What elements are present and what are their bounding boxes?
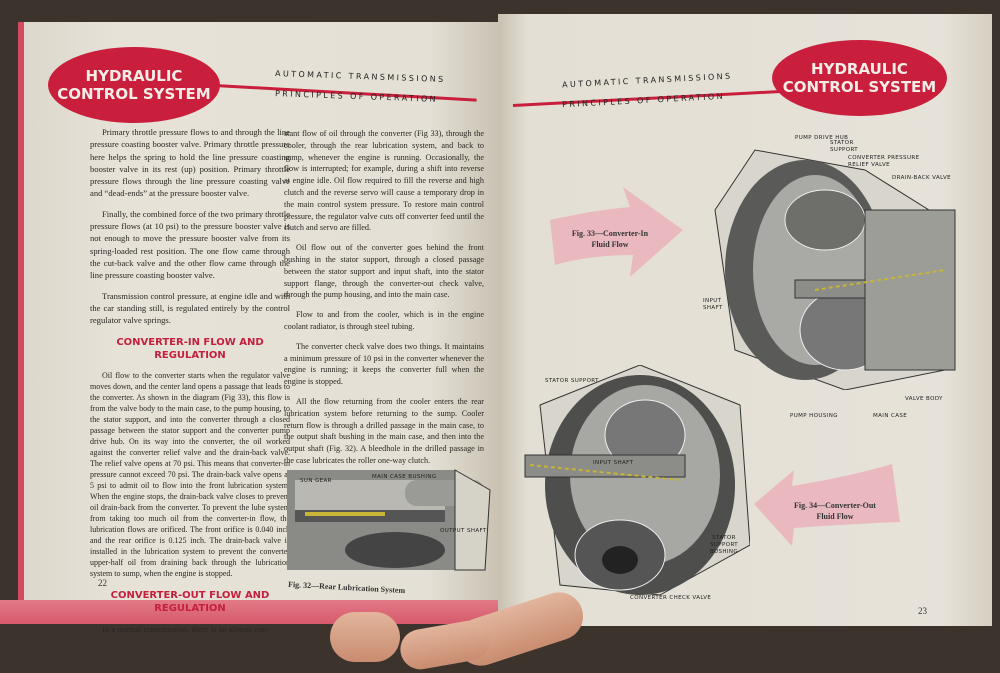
- section-badge-right: HYDRAULIC CONTROL SYSTEM: [772, 40, 947, 116]
- left-page: [18, 22, 500, 622]
- label-output-shaft: OUTPUT SHAFT: [440, 528, 487, 534]
- label-input-shaft: INPUT SHAFT: [703, 298, 723, 311]
- label-stator-support-34: STATOR SUPPORT: [545, 378, 599, 384]
- paragraph: In a normal transmission, there is an al…: [102, 624, 270, 635]
- label-input-shaft-34: INPUT SHAFT: [593, 460, 634, 466]
- caption-line: Fluid Flow: [816, 512, 854, 521]
- text-column-2: stant flow of oil through the converter …: [284, 128, 484, 475]
- paragraph: Flow to and from the cooler, which is in…: [284, 310, 484, 331]
- label-valve-body: VALVE BODY: [905, 396, 943, 402]
- paragraph: Primary throttle pressure flows to and t…: [90, 127, 290, 199]
- label-main-case: MAIN CASE: [873, 413, 908, 419]
- label-stator-support: STATOR SUPPORT: [830, 140, 859, 153]
- caption-line: Fig. 34—Converter-Out: [794, 501, 876, 510]
- fig34-illustration: [524, 365, 750, 596]
- label-pump-drive-hub: PUMP DRIVE HUB: [795, 135, 849, 141]
- fig34-caption: Fig. 34—Converter-Out Fluid Flow: [785, 500, 885, 522]
- section-heading: CONVERTER-OUT FLOW AND REGULATION: [110, 590, 270, 615]
- badge-line2: CONTROL SYSTEM: [57, 85, 211, 103]
- paragraph: Oil flow out of the converter goes behin…: [284, 243, 484, 300]
- label-converter-check-valve: CONVERTER CHECK VALVE: [630, 595, 712, 601]
- badge-line1: HYDRAULIC: [85, 67, 183, 85]
- paragraph: The converter check valve does two thing…: [284, 341, 484, 387]
- paragraph: Transmission control pressure, at engine…: [90, 290, 290, 326]
- fig33-caption: Fig. 33—Converter-In Fluid Flow: [565, 228, 655, 250]
- label-sun-gear: SUN GEAR: [300, 478, 332, 484]
- paragraph: Oil flow to the converter starts when th…: [90, 371, 290, 579]
- fig32-illustration: [287, 469, 491, 571]
- caption-line: Fig. 33—Converter-In: [571, 229, 649, 238]
- label-relief-valve: CONVERTER PRESSURE RELIEF VALVE: [848, 155, 920, 168]
- paragraph: All the flow returning from the cooler e…: [284, 396, 484, 465]
- label-pump-housing: PUMP HOUSING: [790, 413, 838, 419]
- paragraph: Finally, the combined force of the two p…: [90, 208, 290, 281]
- fig33-illustration: [714, 149, 956, 390]
- page-number: 22: [98, 578, 107, 588]
- page-number-right: 23: [918, 606, 927, 616]
- badge-line2: CONTROL SYSTEM: [782, 78, 937, 96]
- section-badge-left: HYDRAULIC CONTROL SYSTEM: [48, 47, 220, 123]
- fig34-arrow: [754, 464, 900, 546]
- badge-line1: HYDRAULIC: [811, 60, 908, 78]
- section-heading: CONVERTER-IN FLOW AND REGULATION: [116, 337, 264, 362]
- thumb: [330, 612, 400, 662]
- label-stator-support-bushing: STATOR SUPPORT BUSHING: [709, 535, 739, 555]
- fig33-arrow: [550, 187, 683, 277]
- paragraph: stant flow of oil through the converter …: [284, 129, 484, 233]
- label-drain-back-valve: DRAIN-BACK VALVE: [892, 175, 952, 181]
- label-main-case-bushing: MAIN CASE BUSHING: [372, 474, 437, 480]
- text-column-1: Primary throttle pressure flows to and t…: [90, 126, 290, 644]
- caption-line: Fluid Flow: [591, 240, 629, 249]
